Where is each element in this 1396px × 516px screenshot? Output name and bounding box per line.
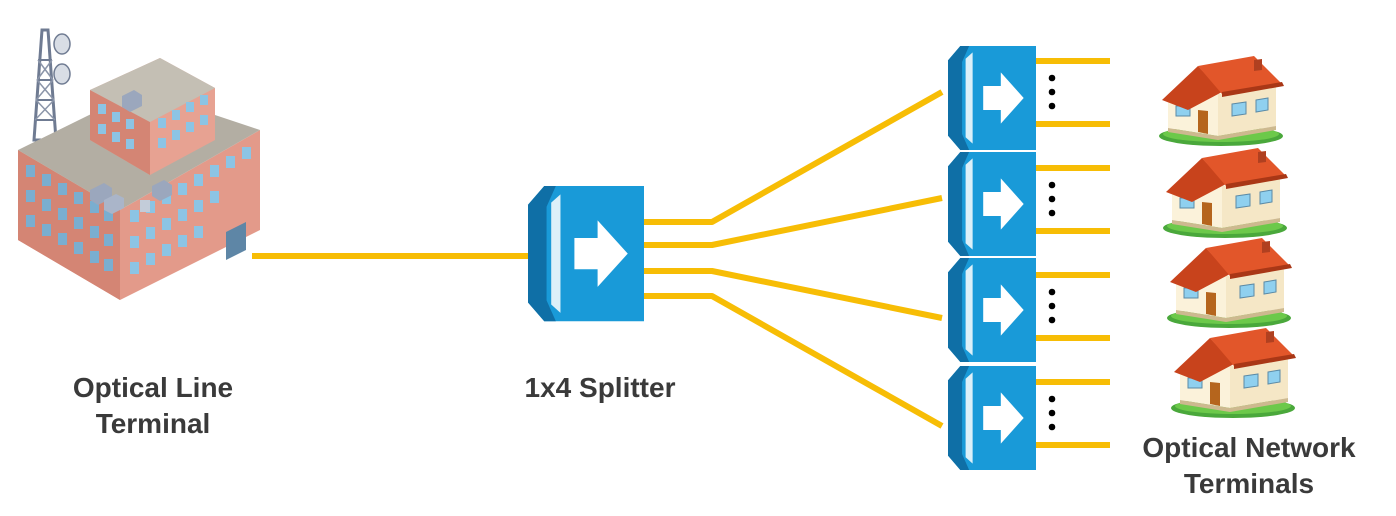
ont-label-line2: Terminals bbox=[1183, 468, 1315, 499]
house-icon bbox=[1162, 147, 1289, 239]
split-fiber-1 bbox=[644, 89, 944, 225]
split-fiber-2 bbox=[644, 195, 943, 248]
split-fiber-3 bbox=[644, 268, 943, 321]
olt-label-line1: Optical Line bbox=[72, 372, 234, 403]
drop-fibers bbox=[1032, 58, 1110, 448]
house-icon bbox=[1170, 327, 1297, 419]
olt-label-line2: Terminal bbox=[95, 408, 211, 439]
ont-label-line1: Optical Network bbox=[1142, 432, 1356, 463]
house-icon bbox=[1158, 55, 1285, 147]
optical-splitter-icon bbox=[528, 186, 644, 322]
ellipsis-dots bbox=[1048, 74, 1056, 431]
olt-label: Optical Line Terminal bbox=[38, 370, 268, 442]
split-fiber-4 bbox=[644, 293, 944, 429]
splitter-label-text: 1x4 Splitter bbox=[524, 372, 676, 403]
secondary-splitter-icon bbox=[948, 46, 1036, 150]
secondary-splitter-icon bbox=[948, 366, 1036, 470]
secondary-splitter-icon bbox=[948, 152, 1036, 256]
house-icon bbox=[1166, 237, 1293, 329]
splitter-label: 1x4 Splitter bbox=[490, 370, 710, 406]
office-building-with-antenna-icon bbox=[16, 28, 262, 302]
ont-label: Optical Network Terminals bbox=[1114, 430, 1384, 502]
fiber-lines bbox=[252, 58, 1110, 448]
secondary-splitter-icon bbox=[948, 258, 1036, 362]
